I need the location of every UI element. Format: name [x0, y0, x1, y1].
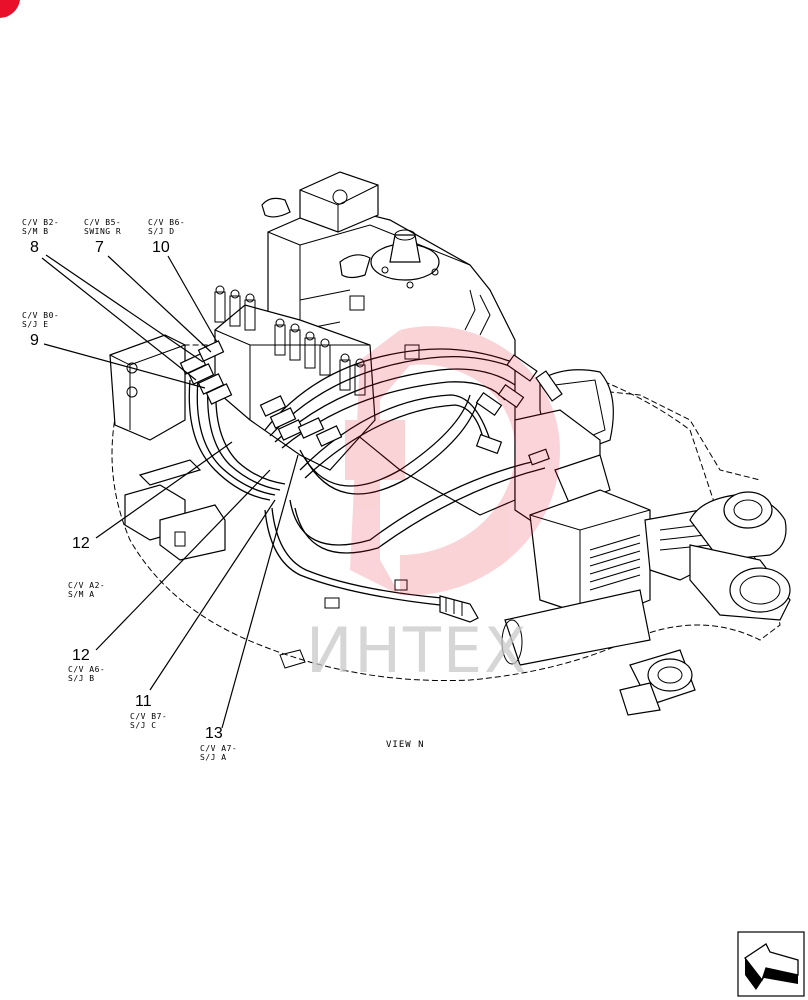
- callout-8: C/V B2- S/M B 8: [22, 218, 59, 256]
- callout-13-caption-1: C/V A7-: [200, 744, 237, 753]
- callout-13: 13 C/V A7- S/J A: [200, 725, 237, 762]
- nav-arrow-icon: [744, 943, 799, 990]
- callout-12b-number: 12: [72, 647, 90, 664]
- callout-13-caption-2: S/J A: [200, 753, 227, 762]
- callout-11-caption-2: S/J C: [130, 721, 157, 730]
- watermark-logo-icon: [345, 326, 560, 596]
- callout-11: 11 C/V B7- S/J C: [130, 693, 167, 730]
- callout-9-caption-1: C/V B0-: [22, 311, 59, 320]
- nav-arrow-button[interactable]: [737, 931, 805, 997]
- callout-12b-caption-2: S/J B: [68, 674, 95, 683]
- callout-9-number: 9: [30, 332, 39, 349]
- callout-12-lower: 12 C/V A6- S/J B: [68, 647, 105, 683]
- callout-8-caption-1: C/V B2-: [22, 218, 59, 227]
- callout-7-number: 7: [95, 239, 104, 256]
- callout-10: C/V B6- S/J D 10: [148, 218, 185, 256]
- callout-9: C/V B0- S/J E 9: [22, 311, 59, 349]
- callout-11-caption-1: C/V B7-: [130, 712, 167, 721]
- corner-mark-icon: [0, 0, 20, 18]
- callout-9-caption-2: S/J E: [22, 320, 49, 329]
- callout-7: C/V B5- SWING R 7: [84, 218, 121, 256]
- callout-12a-caption-1: C/V A2-: [68, 581, 105, 590]
- callout-13-number: 13: [205, 725, 223, 742]
- callout-12b-caption-1: C/V A6-: [68, 665, 105, 674]
- callout-12a-caption-2: S/M A: [68, 590, 95, 599]
- callout-7-caption-2: SWING R: [84, 227, 121, 236]
- callout-8-caption-2: S/M B: [22, 227, 49, 236]
- callout-7-caption-1: C/V B5-: [84, 218, 121, 227]
- watermark-text: ИНТЕХ: [306, 614, 529, 687]
- callout-10-number: 10: [152, 239, 170, 256]
- callout-11-number: 11: [135, 693, 152, 710]
- view-label: VIEW N: [386, 740, 425, 750]
- callout-12a-number: 12: [72, 535, 90, 552]
- callout-10-caption-1: C/V B6-: [148, 218, 185, 227]
- callout-8-number: 8: [30, 239, 39, 256]
- callout-10-caption-2: S/J D: [148, 227, 175, 236]
- machine-illustration: [109, 171, 791, 716]
- callout-12-upper: 12 C/V A2- S/M A: [68, 535, 105, 599]
- leader-lines: [41, 254, 299, 729]
- hose-assembly: [179, 340, 563, 623]
